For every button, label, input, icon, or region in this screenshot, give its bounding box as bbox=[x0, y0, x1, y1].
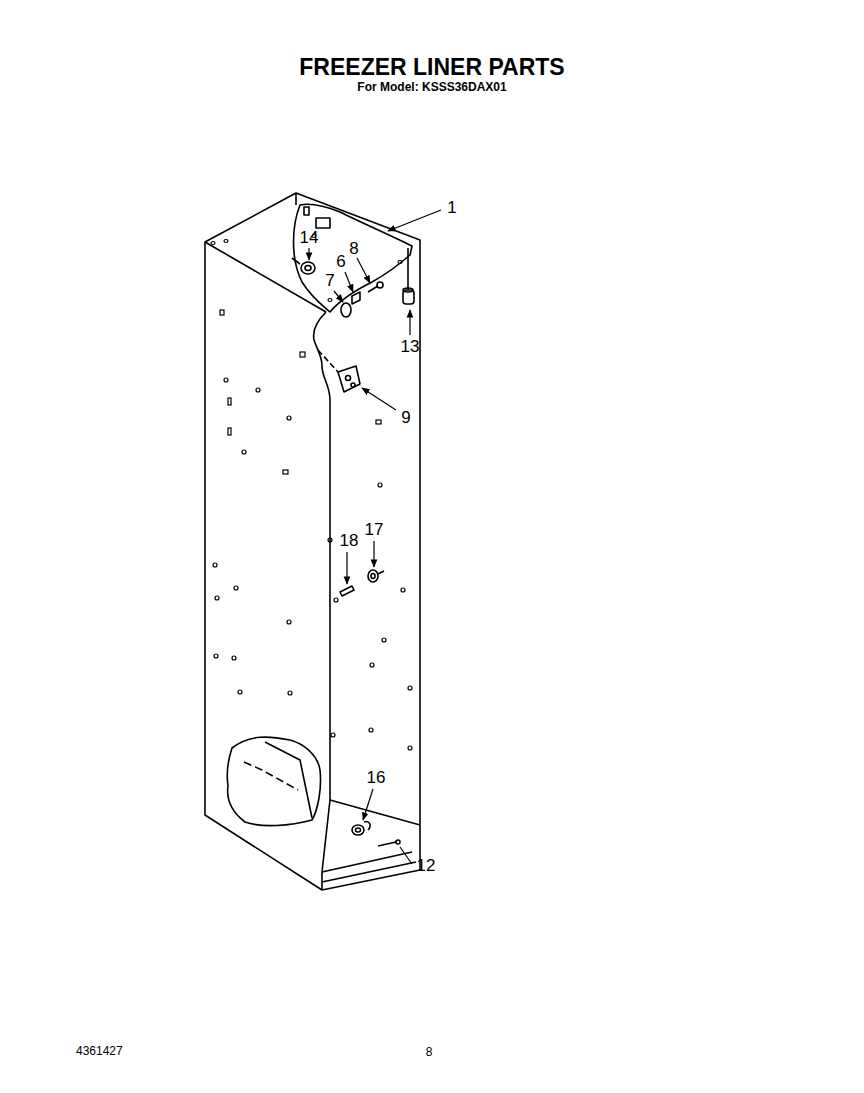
callout-number: 12 bbox=[416, 857, 437, 876]
liner-outline bbox=[205, 193, 420, 890]
part-12 bbox=[378, 840, 400, 846]
part-9 bbox=[318, 350, 360, 392]
page-title: FREEZER LINER PARTS bbox=[299, 55, 564, 80]
liner-edge bbox=[322, 800, 330, 872]
callout-number: 13 bbox=[400, 338, 421, 357]
callout-number: 1 bbox=[446, 199, 457, 218]
leader-line bbox=[357, 258, 370, 283]
liner-edge bbox=[295, 193, 297, 205]
liner-edge bbox=[407, 248, 409, 290]
callout-number: 18 bbox=[339, 532, 360, 551]
part-17 bbox=[368, 570, 384, 582]
liner-edge bbox=[321, 872, 323, 890]
part-7 bbox=[341, 303, 351, 317]
page-number: 8 bbox=[426, 1046, 433, 1059]
document-number: 4361427 bbox=[76, 1045, 123, 1058]
liner-edge bbox=[314, 312, 330, 800]
leader-line bbox=[373, 541, 374, 567]
opening bbox=[316, 218, 330, 228]
hidden-line bbox=[244, 762, 298, 790]
callout-number: 6 bbox=[335, 253, 346, 272]
leader-line bbox=[388, 210, 441, 231]
front-rail bbox=[322, 852, 412, 872]
leader-line bbox=[334, 291, 343, 302]
leader-line bbox=[409, 310, 410, 335]
opening bbox=[304, 207, 309, 215]
front-rail bbox=[322, 862, 416, 882]
callout-number: 16 bbox=[366, 769, 387, 788]
part-14 bbox=[292, 258, 315, 274]
model-subtitle: For Model: KSSS36DAX01 bbox=[357, 81, 506, 94]
callout-number: 7 bbox=[324, 272, 335, 291]
floor-edge bbox=[330, 800, 420, 825]
part-13 bbox=[403, 288, 414, 304]
callout-number: 9 bbox=[400, 409, 411, 428]
top-cutaway bbox=[294, 204, 413, 312]
mounting-holes bbox=[211, 235, 412, 751]
part-18 bbox=[340, 586, 354, 596]
part-8 bbox=[368, 282, 383, 292]
leader-line bbox=[363, 789, 373, 820]
part-16 bbox=[352, 822, 370, 835]
leader-line bbox=[362, 388, 396, 410]
cutaway-edge bbox=[265, 742, 312, 818]
leader-line bbox=[308, 248, 309, 260]
part-6 bbox=[352, 292, 360, 304]
callout-number: 8 bbox=[348, 240, 359, 259]
callout-number: 14 bbox=[299, 229, 320, 248]
leader-line bbox=[345, 272, 353, 292]
bottom-cutaway bbox=[227, 737, 320, 826]
leader-line bbox=[400, 847, 412, 864]
leader-line bbox=[346, 552, 347, 584]
callout-number: 17 bbox=[364, 521, 385, 540]
